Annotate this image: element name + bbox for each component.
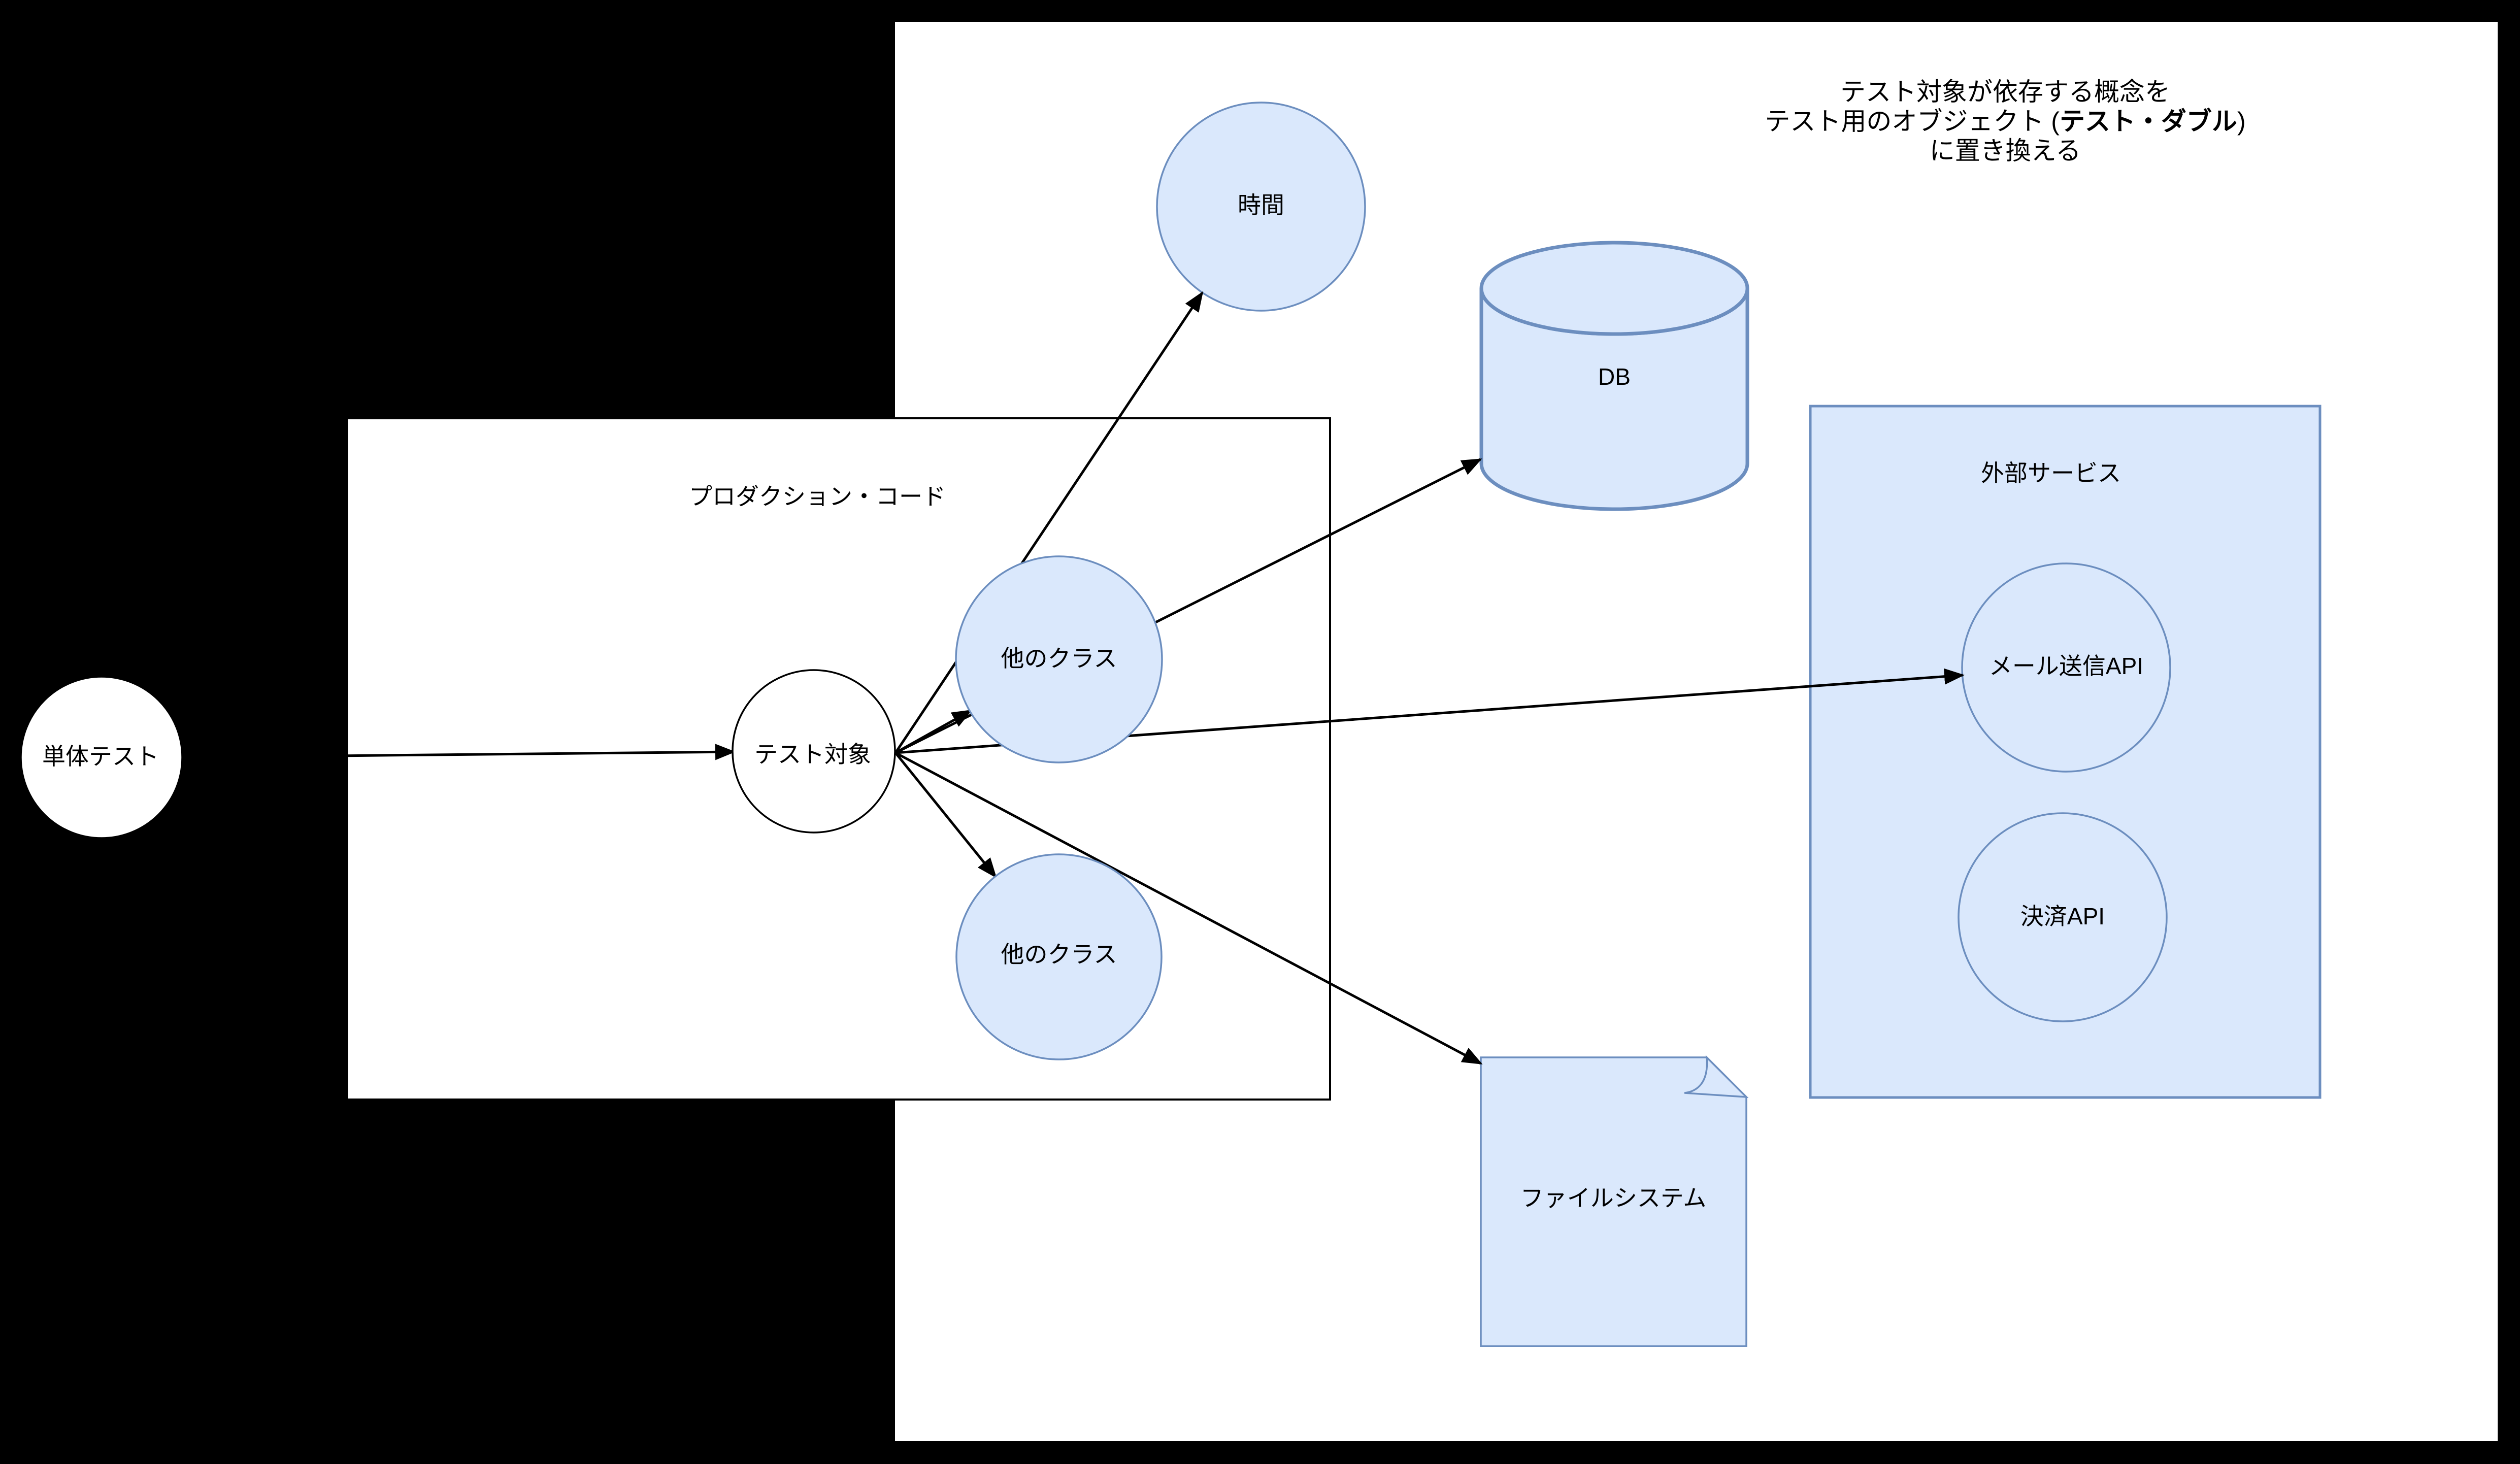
file-system-fold-icon bbox=[1684, 1055, 1749, 1099]
test-target-node[interactable] bbox=[732, 669, 896, 834]
db-label: DB bbox=[1598, 363, 1631, 390]
arrow-target-to-other-class-bottom[interactable] bbox=[894, 752, 997, 879]
unit-test-node[interactable] bbox=[20, 676, 183, 839]
arrow-unit-test-to-target[interactable] bbox=[182, 744, 736, 760]
annotation-title-line2: テスト用のオブジェクト (テスト・ダブル) bbox=[1765, 107, 2245, 136]
other-class-bottom-node[interactable] bbox=[955, 853, 1163, 1060]
test-target-label: テスト対象 bbox=[754, 741, 871, 768]
other-class-bottom-label: 他のクラス bbox=[1001, 941, 1117, 968]
external-service-label: 外部サービス bbox=[1981, 460, 2121, 486]
file-system-node[interactable] bbox=[1480, 1055, 1749, 1347]
annotation-title-line2-pre: テスト用のオブジェクト ( bbox=[1765, 107, 2060, 136]
time-node[interactable] bbox=[1156, 102, 1366, 312]
annotation-title-line2-post: ) bbox=[2237, 107, 2246, 136]
annotation-title-line3: に置き換える bbox=[1930, 137, 2081, 165]
other-class-top-node[interactable] bbox=[955, 555, 1163, 763]
mail-api-label: メール送信API bbox=[1989, 653, 2143, 679]
time-label: 時間 bbox=[1238, 192, 1284, 218]
other-class-top-label: 他のクラス bbox=[1001, 645, 1117, 672]
annotation-title: テスト対象が依存する概念を テスト用のオブジェクト (テスト・ダブル) に置き換… bbox=[1765, 78, 2245, 165]
file-system-page[interactable] bbox=[1480, 1056, 1747, 1347]
file-system-label: ファイルシステム bbox=[1520, 1185, 1707, 1211]
payment-api-node[interactable] bbox=[1958, 812, 2168, 1022]
arrow-target-to-time[interactable] bbox=[894, 291, 1204, 754]
arrow-target-to-file-system[interactable] bbox=[894, 751, 1483, 1065]
production-code-label: プロダクション・コード bbox=[689, 483, 946, 510]
mail-api-node[interactable] bbox=[1961, 562, 2171, 773]
annotation-title-line2-bold: テスト・ダブル bbox=[2060, 107, 2237, 136]
payment-api-label: 決済API bbox=[2020, 903, 2105, 929]
db-cylinder-node[interactable] bbox=[1479, 241, 1749, 511]
unit-test-label: 単体テスト bbox=[42, 743, 159, 770]
annotation-title-line1: テスト対象が依存する概念を bbox=[1840, 78, 2170, 106]
db-cylinder-top[interactable] bbox=[1479, 241, 1749, 336]
